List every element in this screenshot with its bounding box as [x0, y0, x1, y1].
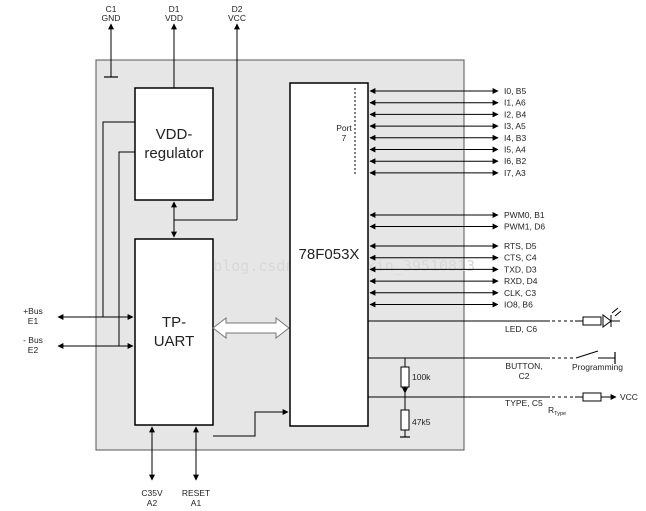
port7-pin-3-label: I3, A5 [504, 121, 526, 131]
serial-pin-5-label: IO8, B6 [504, 300, 533, 310]
vdd-regulator-label-2: regulator [144, 145, 203, 162]
vdd-regulator-label-1: VDD- [156, 126, 193, 143]
pin-gnd-label: GND [102, 13, 121, 23]
tp-uart-label-2: UART [154, 333, 195, 350]
port7-pin-5-label: I5, A4 [504, 145, 526, 155]
pin-c35v: C35V A2 [141, 426, 163, 508]
type-vcc-label: VCC [620, 392, 638, 402]
resistor-100k-label: 100k [412, 372, 431, 382]
bus-plus-label: +Bus [23, 306, 43, 316]
led-output: LED, C6 [368, 307, 622, 334]
bus-minus-label: - Bus [23, 335, 43, 345]
reset-number: A1 [191, 498, 202, 508]
port7-pin-1-label: I1, A6 [504, 98, 526, 108]
r-type-label: RType [548, 405, 566, 417]
type-resistor [582, 392, 602, 402]
pin-gnd: C1 GND [102, 4, 121, 78]
pin-vdd-number: D1 [169, 4, 180, 14]
serial-pin-1-label: CTS, C4 [504, 253, 537, 263]
type-label: TYPE, C5 [505, 398, 543, 408]
uart-mcu-data-arrow [212, 316, 290, 340]
vdd-regulator-block [134, 87, 214, 201]
bus-minus-number: E2 [28, 345, 39, 355]
port7-pin-4-label: I4, B3 [504, 133, 526, 143]
pin-reset: RESET A1 [182, 426, 210, 508]
led-diode-icon [602, 314, 612, 328]
serial-pin-4-label: CLK, C3 [504, 288, 536, 298]
pin-gnd-number: C1 [106, 4, 117, 14]
resistor-100k [400, 366, 410, 388]
port7-pin-7-label: I7, A3 [504, 168, 526, 178]
pin-vcc: D2 VCC [174, 4, 246, 221]
serial-pin-2-label: TXD, D3 [504, 264, 537, 274]
pwm-pin-0-label: PWM0, B1 [504, 210, 545, 220]
r-type-r: R [548, 405, 554, 415]
r-type-subscript: Type [554, 411, 566, 417]
button-input: BUTTON, C2 Programming [368, 350, 623, 381]
pwm-pin-1-label: PWM1, D6 [504, 222, 545, 232]
c35v-number: A2 [147, 498, 158, 508]
button-label-2: C2 [519, 371, 530, 381]
bus-plus-to-regulator [102, 121, 135, 317]
pin-vcc-number: D2 [232, 4, 243, 14]
led-label: LED, C6 [505, 324, 537, 334]
c35v-label: C35V [141, 488, 163, 498]
pin-vdd-label: VDD [165, 13, 183, 23]
mcu-label: 78F053X [299, 246, 360, 263]
pin-vdd: D1 VDD [165, 4, 183, 88]
switch-icon [575, 350, 599, 359]
bus-plus-number: E1 [28, 316, 39, 326]
serial-pin-0-label: RTS, D5 [504, 241, 537, 251]
port7-pin-2-label: I2, B4 [504, 109, 526, 119]
port7-label-1: Port [336, 123, 352, 133]
resistor-47k5-label: 47k5 [412, 417, 431, 427]
led-light-rays-icon [611, 307, 622, 317]
port7-label-2: 7 [342, 133, 347, 143]
tp-uart-label-1: TP- [162, 314, 186, 331]
port7-pin-6-label: I6, B2 [504, 156, 526, 166]
serial-pin-3-label: RXD, D4 [504, 276, 538, 286]
bus-minus-to-regulator [118, 151, 135, 346]
resistor-divider: 100k 47k5 [400, 358, 431, 438]
uart-mcu-reset-line [213, 409, 289, 437]
pin-vcc-label: VCC [228, 13, 246, 23]
tp-uart-block [134, 238, 214, 426]
button-label-1: BUTTON, [505, 361, 542, 371]
resistor-47k5 [400, 409, 410, 431]
programming-label: Programming [572, 362, 623, 372]
pin-bus-minus: - Bus E2 [23, 335, 134, 355]
reset-label: RESET [182, 488, 210, 498]
port7-pin-0-label: I0, B5 [504, 86, 526, 96]
type-input: TYPE, C5 RType VCC [368, 392, 638, 417]
led-resistor [582, 316, 602, 326]
pin-bus-plus: +Bus E1 [23, 306, 134, 326]
